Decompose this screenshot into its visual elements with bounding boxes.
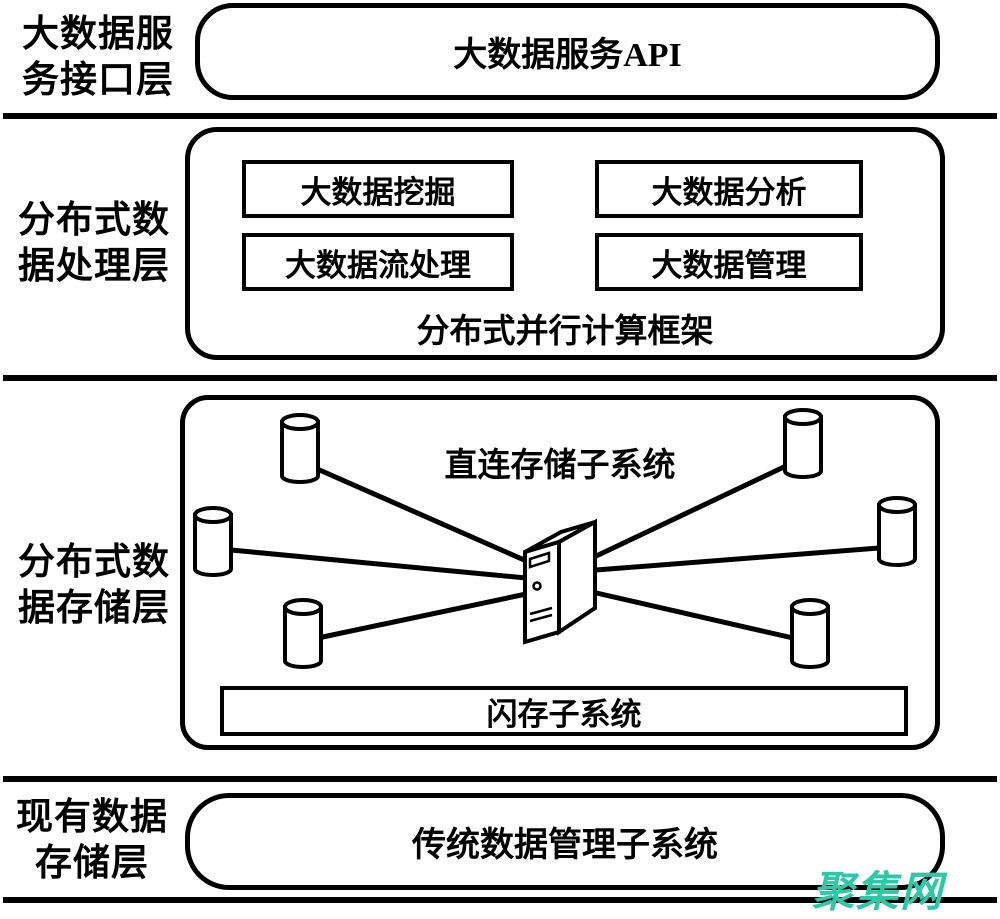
disk-cylinder-icon: [283, 598, 323, 669]
module-label: 大数据管理: [651, 247, 807, 283]
module-label: 大数据流处理: [285, 247, 471, 283]
layer1-side-label: 大数据服 务接口层: [22, 14, 174, 101]
connection-lines: [230, 462, 880, 641]
flash-subsystem-box: 闪存子系统: [220, 686, 908, 736]
disk-cylinder-icon: [193, 506, 233, 577]
disk-cylinder-icon: [783, 408, 823, 479]
layer4-side-label: 现有数据 存储层: [16, 797, 168, 884]
storage-layer-container: 直连存储子系统 闪存子系统: [180, 395, 940, 750]
layer3-side-label: 分布式数 据存储层: [18, 542, 170, 629]
module-big-data-analysis: 大数据分析: [595, 160, 863, 218]
storage-topology-graphic: [193, 408, 917, 669]
layer-divider-1: [3, 113, 997, 119]
layer-divider-2: [3, 375, 997, 381]
traditional-dbms-label: 传统数据管理子系统: [412, 827, 718, 864]
layer-divider-3: [3, 776, 997, 782]
server-tower-icon: [523, 518, 597, 645]
disk-cylinder-icon: [790, 598, 830, 669]
watermark: 聚集网: [812, 868, 945, 915]
module-label: 大数据挖掘: [300, 174, 456, 210]
module-big-data-mining: 大数据挖掘: [242, 160, 514, 218]
layer2-side-label: 分布式数 据处理层: [18, 200, 170, 287]
parallel-computing-framework-label: 分布式并行计算框架: [416, 314, 714, 350]
disk-cylinder-icon: [280, 413, 320, 484]
service-api-label: 大数据服务API: [453, 37, 682, 74]
flash-subsystem-label: 闪存子系统: [486, 696, 642, 732]
module-big-data-management: 大数据管理: [595, 233, 863, 291]
layer-divider-4: [3, 897, 997, 903]
module-label: 大数据分析: [651, 174, 807, 210]
traditional-dbms-box: 传统数据管理子系统: [185, 793, 945, 890]
module-big-data-stream-processing: 大数据流处理: [242, 233, 514, 291]
processing-layer-container: 大数据挖掘 大数据分析 大数据流处理 大数据管理 分布式并行计算框架: [185, 127, 945, 360]
das-subsystem-label: 直连存储子系统: [444, 448, 676, 484]
service-api-box: 大数据服务API: [195, 3, 940, 100]
disk-cylinder-icon: [877, 496, 917, 567]
